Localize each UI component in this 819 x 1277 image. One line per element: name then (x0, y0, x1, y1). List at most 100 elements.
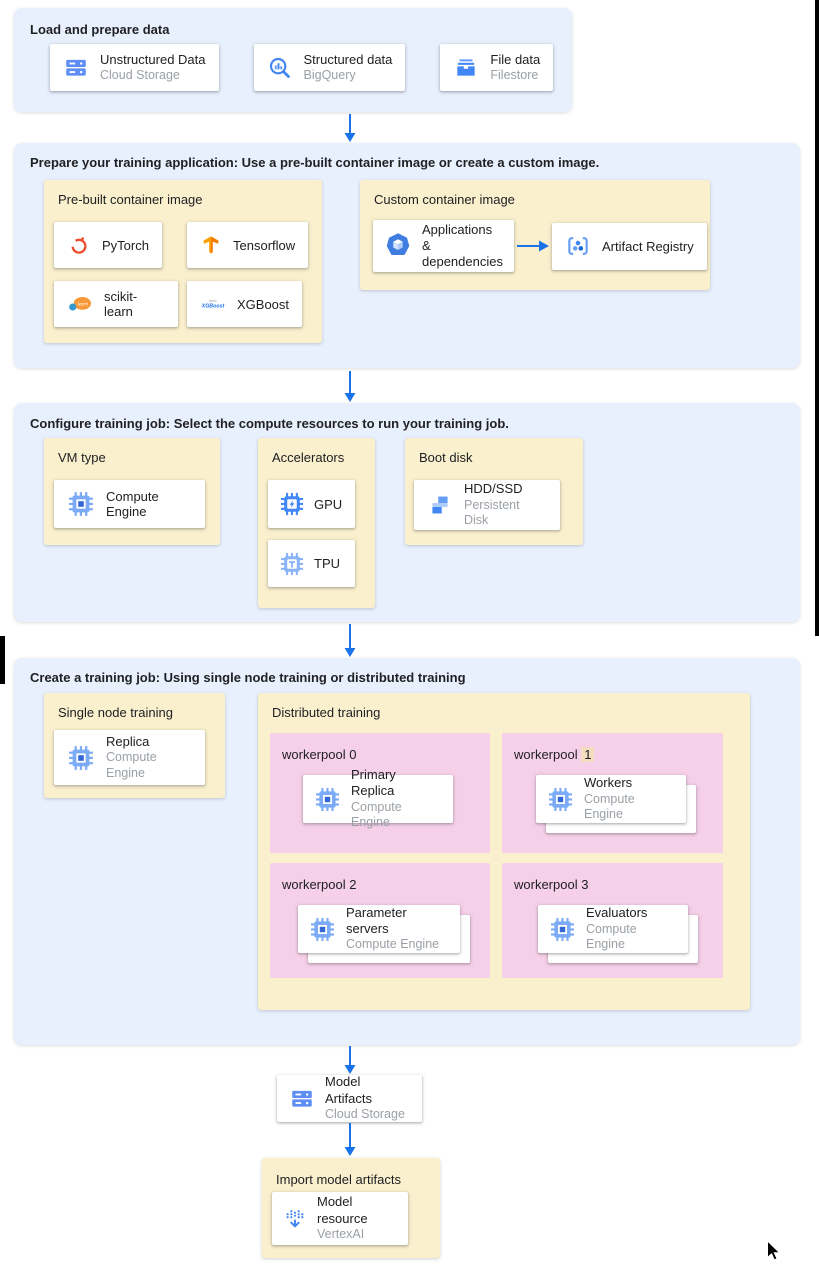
compute-engine-icon (67, 490, 95, 518)
card-tensorflow: Tensorflow (187, 222, 309, 268)
card-subtitle: Compute Engine (346, 937, 440, 952)
card-title: Model Artifacts (325, 1074, 372, 1106)
workerpool-label: workerpool 3 (514, 877, 589, 892)
card-subtitle: Compute Engine (351, 799, 402, 830)
screenshot-edge-artifact (815, 0, 819, 636)
scikit-learn-icon (67, 291, 93, 317)
card-subtitle: Cloud Storage (100, 67, 180, 82)
group-boot-disk: Boot disk HDD/SSD Persistent Disk (405, 438, 583, 545)
screenshot-edge-artifact (0, 636, 5, 684)
card-title: PyTorch (102, 237, 149, 253)
group-distributed-training: Distributed training workerpool 0 Primar… (258, 693, 750, 1010)
card-pytorch: PyTorch (54, 222, 162, 268)
card-gpu: GPU (268, 480, 355, 528)
workerpool-0: workerpool 0 Primary Replica Compute Eng… (270, 733, 490, 853)
card-tpu: TPU (268, 540, 355, 587)
card-title: XGBoost (237, 296, 290, 312)
card-title: Artifact Registry (602, 238, 694, 254)
card-title: Structured data (303, 51, 393, 67)
compute-engine-icon (67, 744, 95, 772)
group-prebuilt-container-image: Pre-built container image PyTorch Tensor… (44, 180, 322, 343)
highlighted-number: 1 (581, 747, 595, 762)
custom-cards-row: Applications & dependencies Artifact Reg… (373, 220, 707, 272)
card-title: Workers (584, 775, 633, 791)
group-title: Import model artifacts (276, 1172, 401, 1187)
xgboost-icon (200, 291, 226, 317)
section-load-and-prepare-data: Load and prepare data Unstructured Data … (14, 8, 572, 112)
arrow-down-icon (344, 114, 356, 142)
compute-engine-icon (309, 916, 336, 943)
card-scikit-learn: scikit-learn (54, 281, 178, 327)
card-title: scikit-learn (104, 289, 138, 319)
compute-engine-icon (549, 916, 576, 943)
group-accelerators: Accelerators GPU TPU (258, 438, 375, 608)
card-persistent-disk: HDD/SSD Persistent Disk (414, 480, 560, 530)
card-subtitle: Compute Engine (584, 791, 635, 822)
card-title: Replica (106, 733, 150, 749)
card-title: Model resource (317, 1194, 368, 1226)
compute-engine-icon (547, 786, 574, 813)
persistent-disk-icon (427, 492, 453, 518)
arrow-down-icon (344, 1046, 356, 1074)
card-title: Evaluators (586, 905, 648, 921)
card-title: Primary Replica (351, 767, 396, 799)
tensorflow-icon (200, 234, 222, 256)
arrow-down-icon (344, 1123, 356, 1156)
section-title: Configure training job: Select the compu… (30, 416, 509, 431)
artifact-registry-icon (565, 233, 591, 259)
cloud-storage-icon (63, 55, 89, 81)
arrow-down-icon (344, 371, 356, 402)
card-title: Tensorflow (233, 237, 296, 253)
group-title: Distributed training (272, 705, 381, 720)
card-title: Parameter servers (346, 904, 407, 937)
compute-engine-icon (314, 786, 341, 813)
bigquery-icon (267, 55, 293, 81)
card-subtitle: Cloud Storage (325, 1106, 405, 1121)
card-artifact-registry: Artifact Registry (552, 222, 707, 270)
section-prepare-training-application: Prepare your training application: Use a… (14, 143, 800, 368)
group-title: Accelerators (272, 450, 345, 465)
card-xgboost: XGBoost (187, 281, 303, 327)
card-subtitle: VertexAI (317, 1226, 365, 1241)
gpu-icon (279, 491, 305, 517)
card-model-resource: Model resource VertexAI (272, 1192, 408, 1245)
card-applications-dependencies: Applications & dependencies (373, 220, 514, 272)
card-compute-engine: Compute Engine (54, 480, 205, 528)
group-import-model-artifacts: Import model artifacts Model resource Ve… (262, 1158, 440, 1258)
card-file-data: File data Filestore (440, 44, 554, 91)
group-title: VM type (58, 450, 106, 465)
cloud-storage-icon (289, 1086, 315, 1112)
vertex-ai-icon (282, 1206, 308, 1232)
workerpool-2: workerpool 2 Parameter servers Compute E… (270, 863, 490, 978)
group-vm-type: VM type Compute Engine (44, 438, 220, 545)
card-title: HDD/SSD (464, 481, 523, 497)
tpu-icon (279, 551, 305, 577)
card-primary-replica: Primary Replica Compute Engine (303, 767, 453, 829)
card-subtitle: Persistent Disk (464, 497, 520, 528)
workerpool-3: workerpool 3 Evaluators Compute Engine (502, 863, 723, 978)
card-title: File data (490, 51, 541, 67)
card-model-artifacts: Model Artifacts Cloud Storage (277, 1074, 422, 1122)
card-subtitle: Compute Engine (586, 921, 637, 952)
section-create-training-job: Create a training job: Using single node… (14, 658, 800, 1045)
card-unstructured-data: Unstructured Data Cloud Storage (50, 44, 219, 91)
section-title: Create a training job: Using single node… (30, 670, 466, 685)
group-title: Single node training (58, 705, 173, 720)
group-title: Custom container image (374, 192, 515, 207)
card-title: Compute Engine (106, 489, 159, 519)
card-title: Unstructured Data (100, 51, 206, 67)
applications-icon (383, 231, 413, 261)
prebuilt-cards-grid: PyTorch Tensorflow scikit-learn XGBoost (54, 222, 309, 327)
arrow-right-icon (517, 240, 549, 252)
workerpool-1: workerpool 1 Workers Compute Engine (502, 733, 723, 853)
group-title: Pre-built container image (58, 192, 203, 207)
card-title: GPU (314, 496, 343, 512)
workerpool-label: workerpool 0 (282, 747, 357, 762)
workerpool-label: workerpool 1 (514, 747, 595, 762)
card-workers: Workers Compute Engine (536, 775, 686, 823)
section-configure-training-job: Configure training job: Select the compu… (14, 403, 800, 622)
card-parameter-servers: Parameter servers Compute Engine (298, 905, 460, 953)
group-custom-container-image: Custom container image Applications & de… (360, 180, 710, 290)
load-cards-row: Unstructured Data Cloud Storage Structur… (50, 44, 554, 91)
